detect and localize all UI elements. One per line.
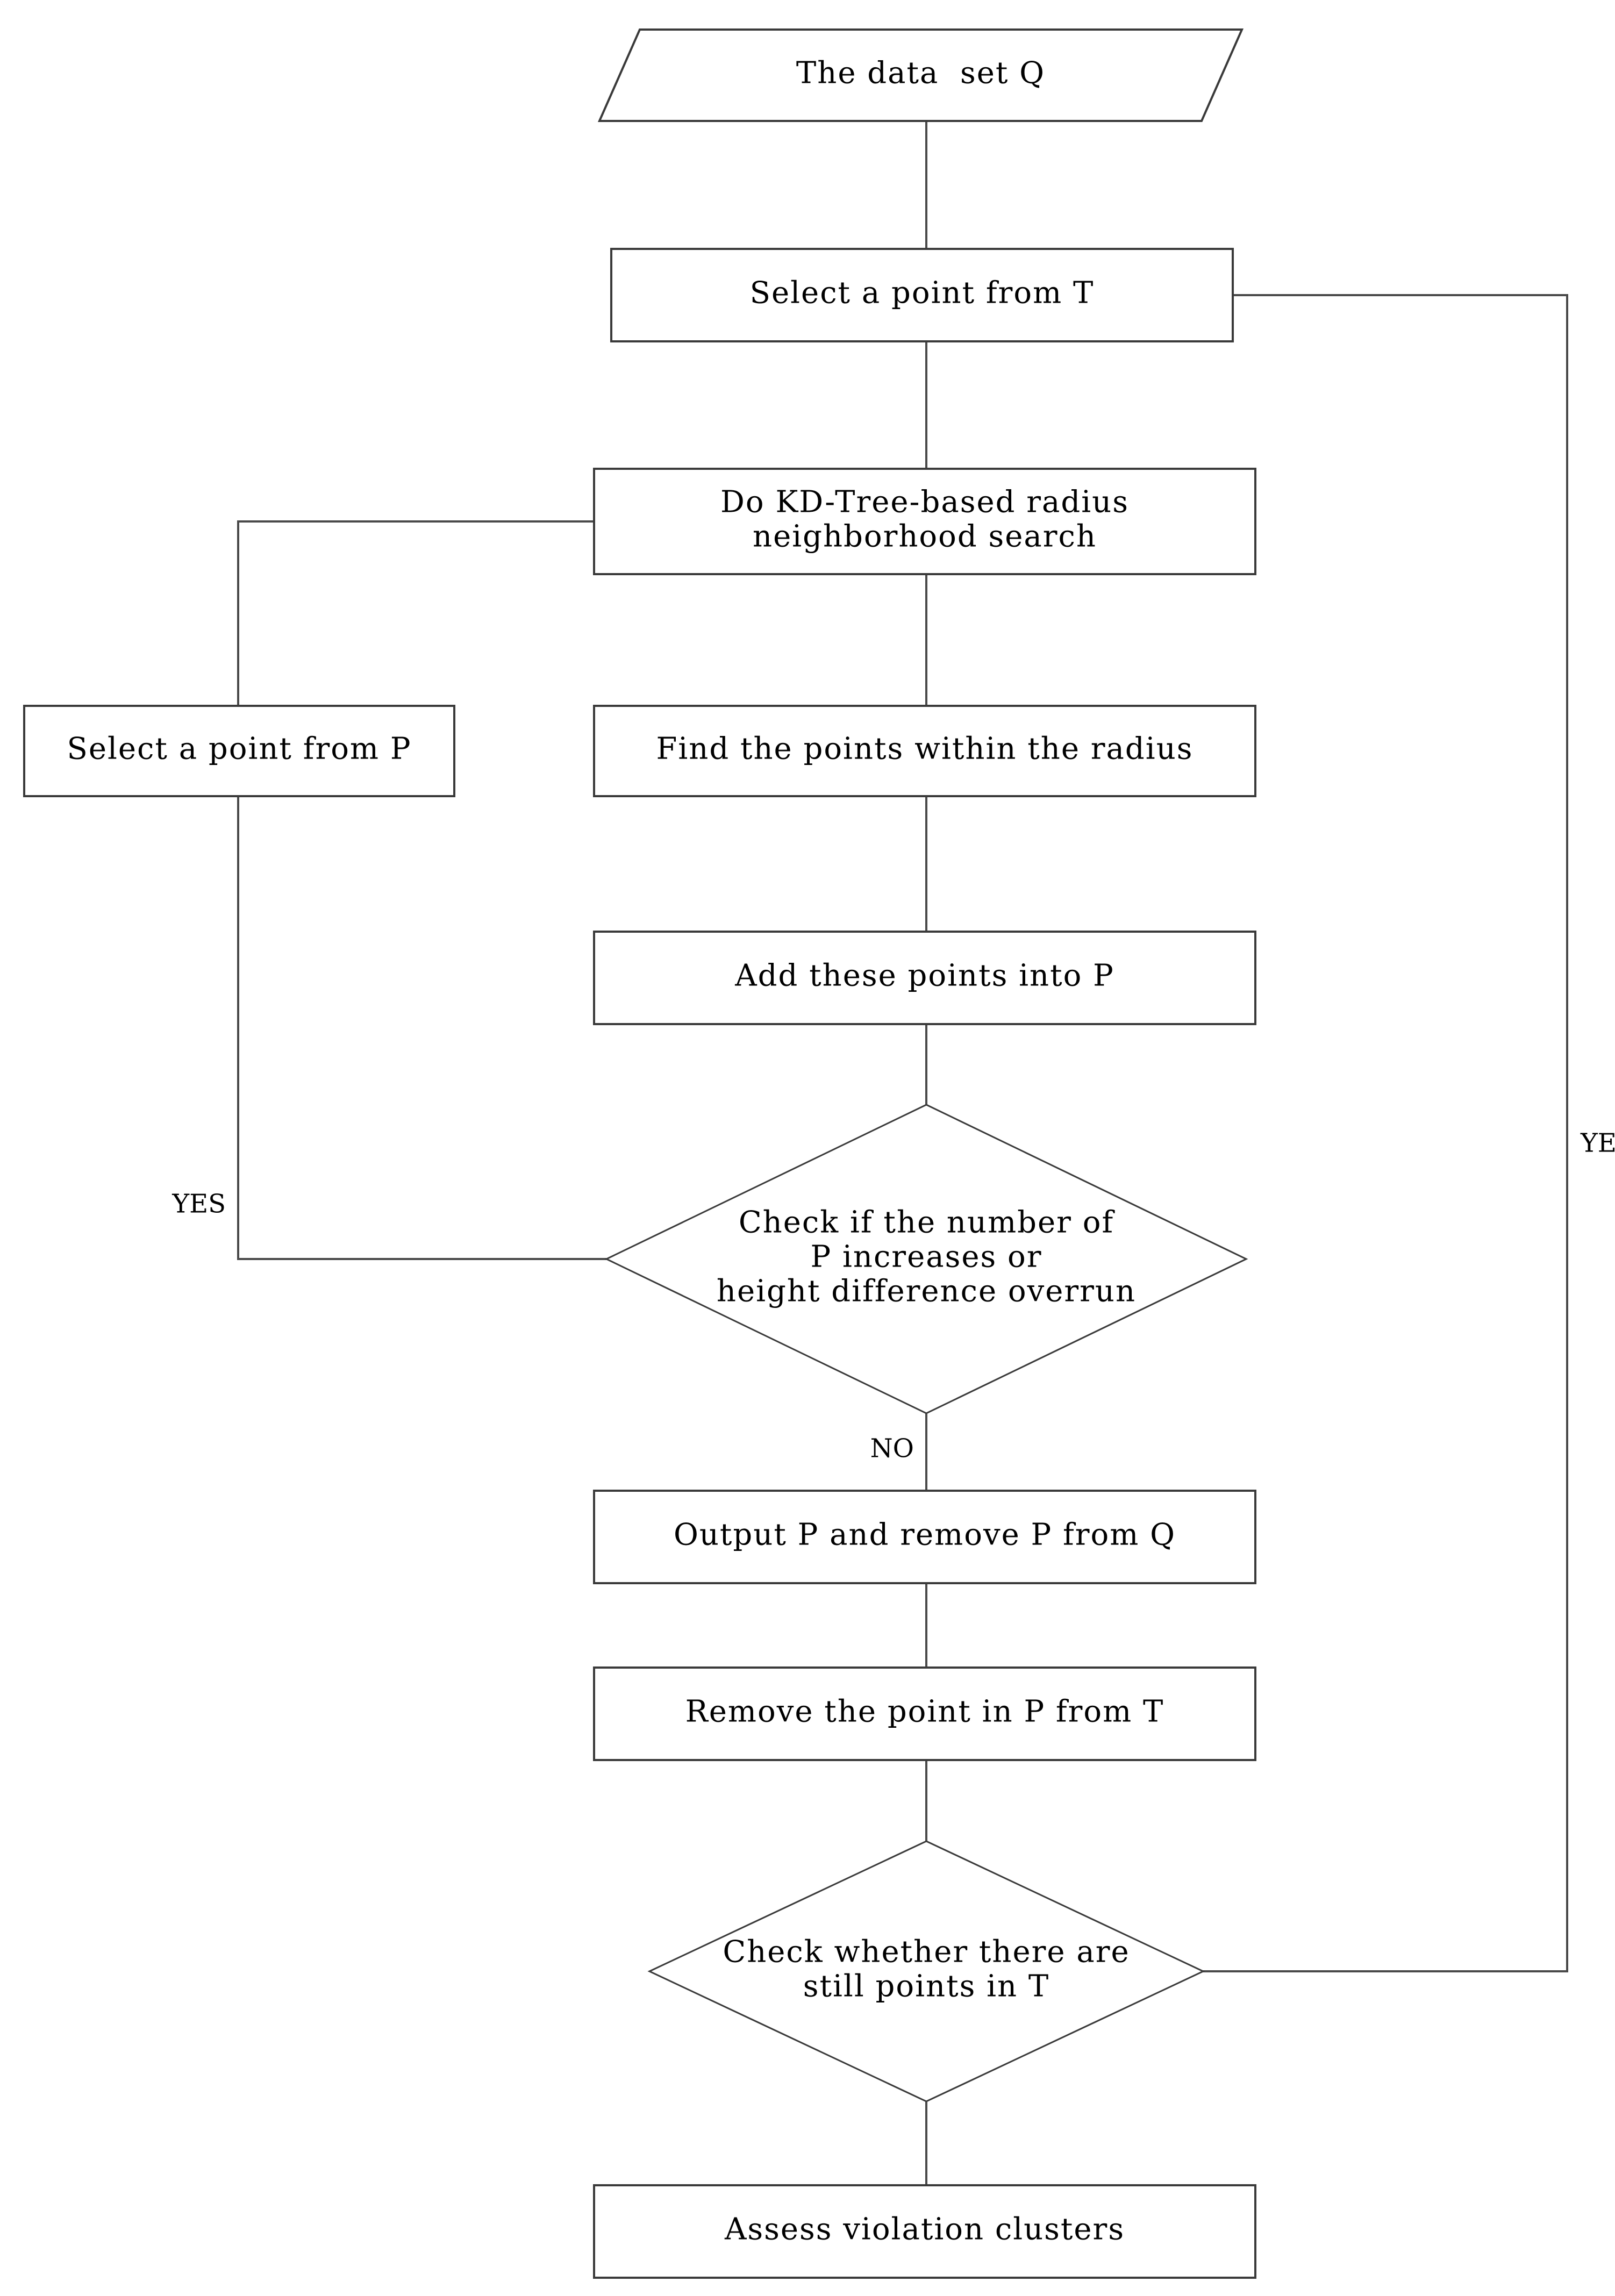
node-label-find-points: Find the points within the radius bbox=[656, 732, 1194, 767]
node-shape-kd-tree-search bbox=[593, 468, 1256, 575]
node-label-check-p-increase: P increases or bbox=[810, 1240, 1042, 1275]
connectors-layer bbox=[237, 121, 1568, 2185]
node-label-output-p: Output P and remove P from Q bbox=[674, 1518, 1176, 1553]
node-label-check-p-increase: Check if the number of bbox=[739, 1205, 1116, 1240]
node-shape-assess-clusters bbox=[593, 2184, 1256, 2279]
node-shape-check-points-t bbox=[647, 1840, 1205, 2102]
node-label-check-points-t: still points in T bbox=[803, 1969, 1049, 2004]
node-label-data-set: The data set Q bbox=[796, 56, 1045, 91]
node-output-p[interactable]: Output P and remove P from Q bbox=[593, 1490, 1256, 1584]
node-check-p-increase[interactable]: Check if the number ofP increases orheig… bbox=[604, 1104, 1248, 1414]
edge-label-no-bottom: NO bbox=[870, 1434, 914, 1464]
node-shape-find-points bbox=[593, 705, 1256, 797]
node-label-kd-tree-search: Do KD-Tree-based radius bbox=[720, 485, 1129, 520]
node-shape-output-p bbox=[593, 1490, 1256, 1584]
node-assess-clusters[interactable]: Assess violation clusters bbox=[593, 2184, 1256, 2279]
edge-label-yes-left: YES bbox=[171, 1189, 226, 1219]
edge-label-yes-right: YES bbox=[1580, 1128, 1615, 1158]
node-label-remove-point-t: Remove the point in P from T bbox=[685, 1694, 1164, 1729]
node-add-points[interactable]: Add these points into P bbox=[593, 931, 1256, 1025]
node-label-select-point-p: Select a point from P bbox=[67, 732, 411, 767]
node-find-points[interactable]: Find the points within the radius bbox=[593, 705, 1256, 797]
edge-labels-layer: YES NO YES bbox=[171, 1128, 1615, 1464]
node-label-assess-clusters: Assess violation clusters bbox=[724, 2212, 1125, 2247]
node-select-point-t[interactable]: Select a point from T bbox=[610, 248, 1234, 342]
nodes-layer: The data set Q Select a point from T Do KD… bbox=[23, 28, 1256, 2279]
node-label-check-p-increase: height difference overrun bbox=[717, 1274, 1136, 1309]
node-remove-point-t[interactable]: Remove the point in P from T bbox=[593, 1666, 1256, 1761]
node-shape-add-points bbox=[593, 931, 1256, 1025]
node-shape-check-p-increase bbox=[604, 1104, 1248, 1414]
node-label-kd-tree-search: neighborhood search bbox=[753, 519, 1097, 554]
node-shape-select-point-p bbox=[23, 705, 455, 797]
node-label-add-points: Add these points into P bbox=[734, 959, 1114, 993]
node-label-check-points-t: Check whether there are bbox=[723, 1935, 1130, 1970]
node-shape-data-set bbox=[597, 28, 1244, 122]
connector-select-t-right-loop bbox=[1203, 294, 1568, 1972]
node-shape-select-point-t bbox=[610, 248, 1234, 342]
node-shape-remove-point-t bbox=[593, 1666, 1256, 1761]
node-label-select-point-t: Select a point from T bbox=[750, 276, 1095, 311]
connector-kd-left-to-select-p bbox=[237, 520, 594, 706]
node-data-set[interactable]: The data set Q bbox=[597, 28, 1244, 122]
connector-select-p-down-to-check bbox=[237, 796, 606, 1260]
node-select-point-p[interactable]: Select a point from P bbox=[23, 705, 455, 797]
